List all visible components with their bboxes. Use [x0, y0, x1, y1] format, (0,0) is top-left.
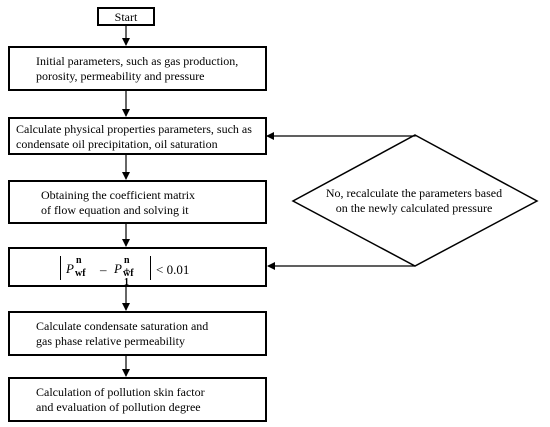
pressure-symbol-1: P	[66, 261, 74, 276]
decision-line-2: on the newly calculated pressure	[335, 201, 493, 215]
skin-line-1: Calculation of pollution skin factor	[36, 385, 205, 399]
decision-text: No, recalculate the parameters based on …	[300, 186, 528, 216]
start-label: Start	[114, 10, 138, 24]
initial-parameters-box: Initial parameters, such as gas producti…	[8, 46, 267, 91]
saturation-line-1: Calculate condensate saturation and	[36, 319, 209, 333]
start-box: Start	[97, 7, 155, 26]
matrix-line-1: Obtaining the coefficient matrix	[41, 188, 196, 202]
skin-factor-box: Calculation of pollution skin factor and…	[8, 377, 267, 422]
calculate-line-1: Calculate physical properties parameters…	[16, 122, 252, 136]
calculate-properties-box: Calculate physical properties parameters…	[8, 117, 267, 155]
decision-line-1: No, recalculate the parameters based	[325, 186, 503, 200]
coefficient-matrix-box: Obtaining the coefficient matrix of flow…	[8, 180, 267, 224]
minus-sign: –	[100, 262, 107, 277]
initial-line-2: porosity, permeability and pressure	[36, 69, 205, 83]
superscript-n: n	[76, 255, 82, 266]
abs-bar-right	[150, 256, 152, 280]
calculate-line-2: condensate oil precipitation, oil satura…	[16, 137, 218, 151]
abs-bar-left	[60, 256, 62, 280]
threshold-comparison: < 0.01	[156, 262, 190, 277]
initial-line-1: Initial parameters, such as gas producti…	[36, 54, 239, 68]
loop-arrow-to-calculate	[266, 132, 416, 140]
subscript-wf-1: wf	[75, 268, 86, 279]
pressure-symbol-2: P	[114, 261, 122, 276]
saturation-line-2: gas phase relative permeability	[36, 334, 185, 348]
superscript-n-plus-1: n + 1	[124, 255, 130, 288]
subscript-wf-2: wf	[123, 268, 134, 279]
convergence-criterion-box	[8, 247, 267, 287]
condensate-saturation-box: Calculate condensate saturation and gas …	[8, 311, 267, 356]
skin-line-2: and evaluation of pollution degree	[36, 400, 201, 414]
matrix-line-2: of flow equation and solving it	[41, 203, 189, 217]
